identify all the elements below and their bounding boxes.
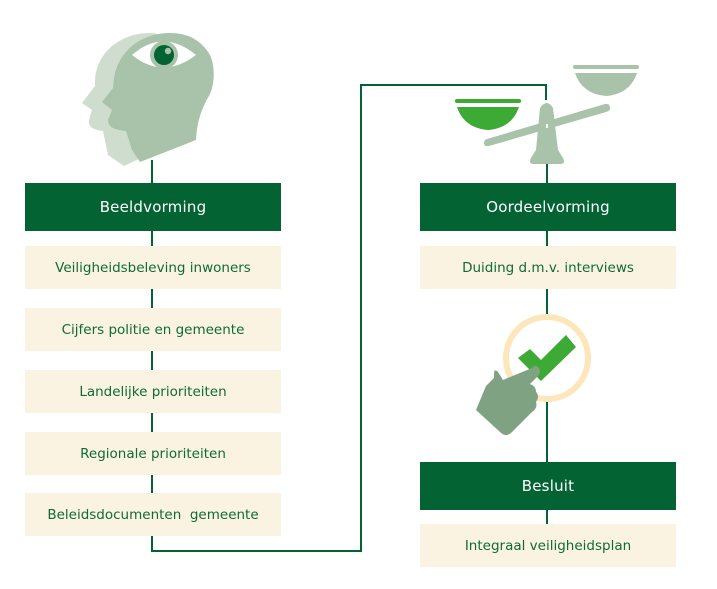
besluit-header: Besluit xyxy=(420,462,676,510)
oordeelvorming-header: Oordeelvorming xyxy=(420,183,676,231)
beeldvorming-header: Beeldvorming xyxy=(25,183,281,231)
scale-right-pan-rim xyxy=(573,65,639,69)
scale-left-pan-rim xyxy=(455,99,521,103)
left-item: Landelijke prioriteiten xyxy=(25,370,281,413)
scale-right-pan xyxy=(575,73,637,96)
left-item: Cijfers politie en gemeente xyxy=(25,308,281,351)
pointing-hand xyxy=(476,365,540,435)
eye-highlight xyxy=(164,47,172,55)
head xyxy=(102,33,214,162)
scale-left-pan xyxy=(457,107,519,130)
decision-item: Integraal veiligheidsplan xyxy=(420,524,676,567)
left-item: Beleidsdocumenten gemeente xyxy=(25,493,281,536)
scale-stand xyxy=(530,103,564,164)
right-item: Duiding d.m.v. interviews xyxy=(420,246,676,289)
left-to-right-connector xyxy=(151,84,547,552)
left-item: Veiligheidsbeleving inwoners xyxy=(25,246,281,289)
scale-pivot xyxy=(546,124,548,128)
left-item: Regionale prioriteiten xyxy=(25,432,281,475)
